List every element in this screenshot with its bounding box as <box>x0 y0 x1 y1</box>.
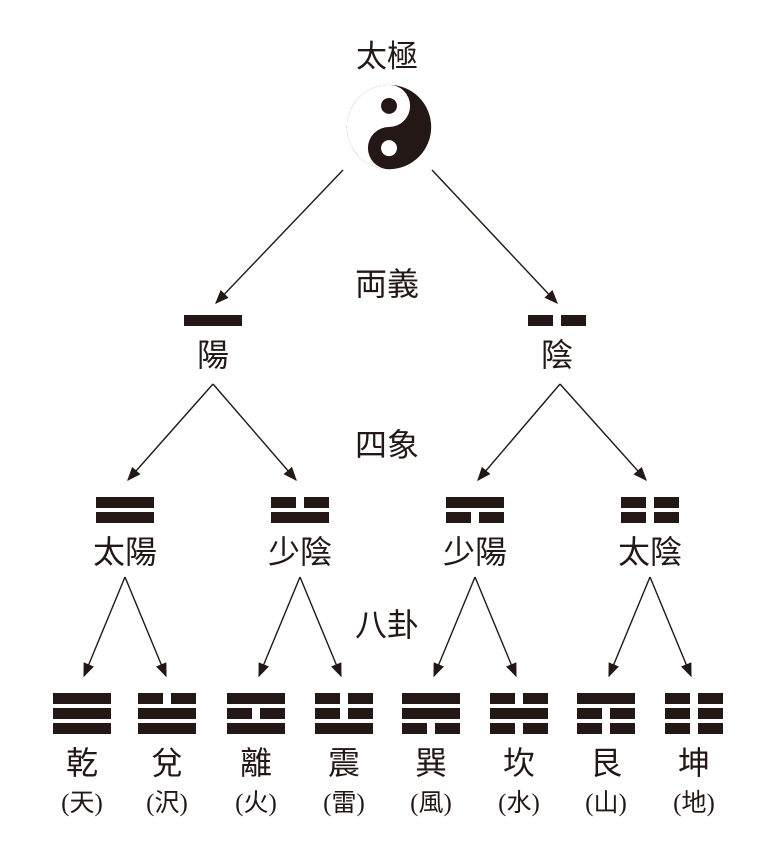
trigram-li-label: 離 <box>239 745 273 781</box>
arrow <box>433 576 476 678</box>
digram-shouyou-glyph <box>446 497 504 523</box>
yin-line <box>490 723 548 734</box>
digram-shouin-label: 少陰 <box>267 534 333 570</box>
trigram-kun-label: 坤 <box>677 745 711 781</box>
arrow <box>299 576 342 678</box>
yang-line <box>138 708 196 719</box>
digram-taiin-glyph <box>621 497 679 523</box>
arrow <box>474 576 517 678</box>
yin-line <box>138 693 196 704</box>
taiji-title: 太極 <box>356 39 418 74</box>
trigram-xun-glyph <box>402 693 460 734</box>
yin-label: 陰 <box>540 337 574 373</box>
trigram-kan-label: 坎 <box>502 745 536 781</box>
yin-line <box>528 315 586 326</box>
yang-line <box>96 512 154 523</box>
arrow <box>559 383 647 482</box>
digram-taiyou-glyph <box>96 497 154 523</box>
yang-line <box>402 708 460 719</box>
yinyang-icon <box>346 84 432 170</box>
trigram-li-glyph <box>227 693 285 734</box>
yang-line <box>184 315 242 326</box>
level-label-two-forms: 両義 <box>354 266 420 302</box>
arrow <box>608 576 651 678</box>
level-label-eight-trigrams: 八卦 <box>354 607 420 643</box>
trigram-zhen-glyph <box>315 693 373 734</box>
yang-line <box>138 723 196 734</box>
yin-line <box>315 708 373 719</box>
trigram-qian-label: 乾 <box>65 745 99 781</box>
yang-line <box>490 708 548 719</box>
arrow <box>477 383 561 482</box>
yang-line <box>53 723 111 734</box>
yin-line <box>665 708 723 719</box>
yang-line <box>271 512 329 523</box>
yang-line <box>53 693 111 704</box>
digram-shouin-glyph <box>271 497 329 523</box>
yang-line <box>96 497 154 508</box>
arrow <box>431 169 558 305</box>
trigram-dui-label: 兌 <box>150 745 184 781</box>
arrow <box>212 383 297 482</box>
trigram-qian-element: (天) <box>61 790 103 817</box>
trigram-dui-glyph <box>138 693 196 734</box>
yin-line <box>271 497 329 508</box>
trigram-dui-element: (沢) <box>146 790 188 817</box>
yang-line <box>577 693 635 704</box>
arrow <box>127 383 214 482</box>
yin-line-glyph <box>528 315 586 326</box>
trigram-kun-element: (地) <box>673 790 715 817</box>
yang-line <box>227 693 285 704</box>
trigram-kun-glyph <box>665 693 723 734</box>
trigram-gen-element: (山) <box>585 790 627 817</box>
trigram-gen-label: 艮 <box>589 745 623 781</box>
yin-line <box>577 708 635 719</box>
trigram-zhen-label: 震 <box>327 745 361 781</box>
yin-eye-dot <box>381 140 397 157</box>
digram-taiin-label: 太陰 <box>617 534 683 570</box>
yang-label: 陽 <box>196 337 230 373</box>
yin-line <box>665 693 723 704</box>
yin-line <box>577 723 635 734</box>
yin-line <box>490 693 548 704</box>
digram-taiyou-label: 太陽 <box>92 534 158 570</box>
level-label-four-symbols: 四象 <box>354 427 420 463</box>
yin-line <box>621 512 679 523</box>
yang-line <box>227 723 285 734</box>
yang-line <box>53 708 111 719</box>
trigram-kan-element: (水) <box>498 790 540 817</box>
yang-line <box>402 693 460 704</box>
yin-line <box>315 693 373 704</box>
arrow <box>124 576 167 678</box>
trigram-zhen-element: (雷) <box>323 790 365 817</box>
yang-eye-dot <box>381 97 397 114</box>
trigram-xun-element: (風) <box>410 790 452 817</box>
arrow <box>215 169 344 305</box>
yang-line-glyph <box>184 315 242 326</box>
yang-line <box>315 723 373 734</box>
arrow <box>258 576 301 678</box>
arrow <box>83 576 126 678</box>
trigram-qian-glyph <box>53 693 111 734</box>
trigram-xun-label: 巽 <box>414 745 448 781</box>
digram-shouyou-label: 少陽 <box>442 534 508 570</box>
yin-line <box>621 497 679 508</box>
trigram-kan-glyph <box>490 693 548 734</box>
yin-line <box>665 723 723 734</box>
arrow <box>649 576 692 678</box>
trigram-gen-glyph <box>577 693 635 734</box>
trigram-li-element: (火) <box>235 790 277 817</box>
yin-line <box>402 723 460 734</box>
yang-line <box>446 497 504 508</box>
yin-line <box>227 708 285 719</box>
yin-line <box>446 512 504 523</box>
